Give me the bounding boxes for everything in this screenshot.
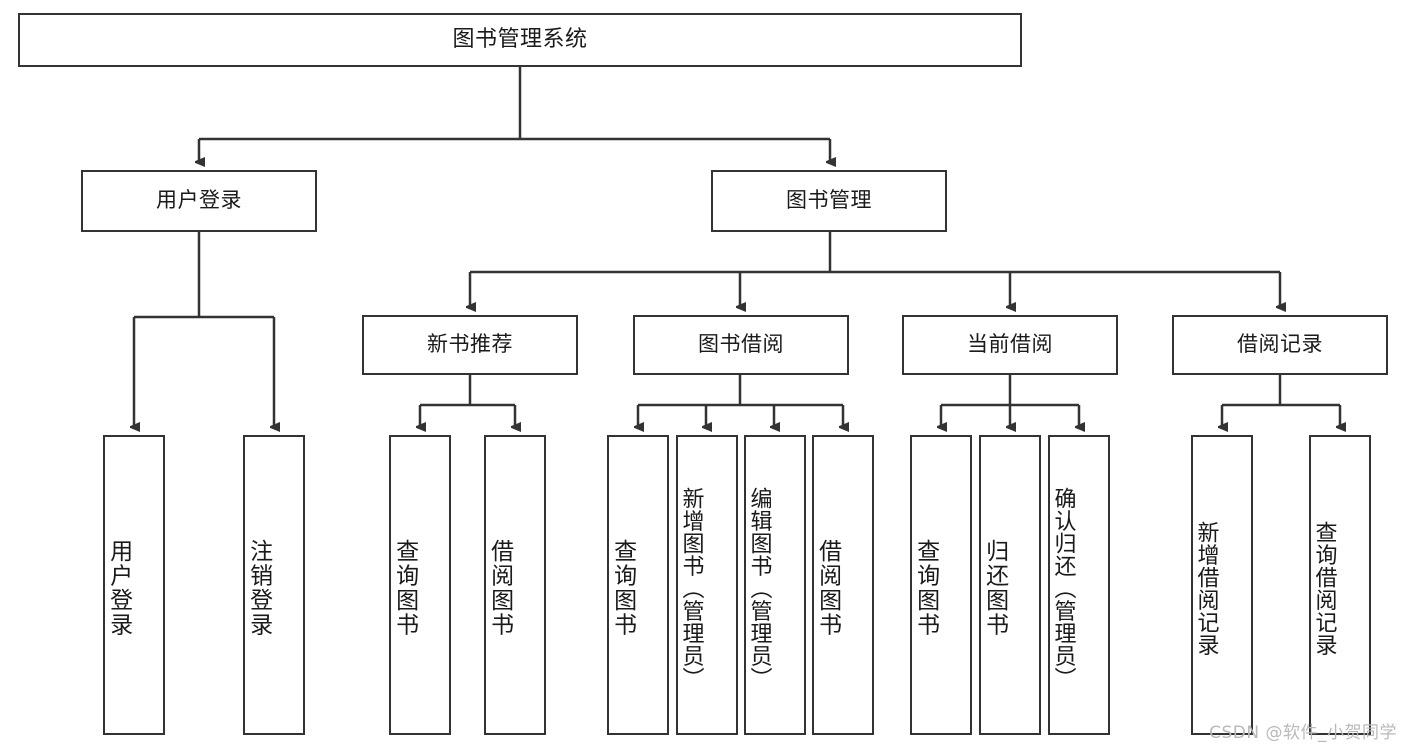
node-label: 确认归还（管理员） — [1050, 486, 1076, 690]
leaf-borrow-book-new[interactable]: 借阅图书 — [484, 435, 546, 735]
node-label: 新增借阅记录 — [1193, 520, 1219, 656]
leaf-query-book-current[interactable]: 查询图书 — [910, 435, 972, 735]
watermark: CSDN @软件_小贺同学 — [1209, 723, 1397, 743]
node-label: 图书管理 — [786, 188, 872, 213]
node-label: 编辑图书（管理员） — [746, 486, 772, 690]
node-label: 归还图书 — [981, 539, 1008, 637]
node-label: 借阅图书 — [814, 539, 841, 637]
leaf-query-borrow-record[interactable]: 查询借阅记录 — [1309, 435, 1371, 735]
node-user-login[interactable]: 用户登录 — [81, 170, 317, 232]
node-label: 新书推荐 — [427, 332, 513, 357]
node-label: 注销登录 — [245, 539, 272, 637]
leaf-query-book-borrow[interactable]: 查询图书 — [607, 435, 669, 735]
node-label: 新增图书（管理员） — [678, 486, 704, 690]
node-book-management[interactable]: 图书管理 — [711, 170, 947, 232]
node-current-borrowing[interactable]: 当前借阅 — [902, 315, 1118, 375]
leaf-logout[interactable]: 注销登录 — [243, 435, 305, 735]
node-label: 借阅图书 — [486, 539, 513, 637]
node-label: 查询图书 — [912, 539, 939, 637]
node-new-book-recommendation[interactable]: 新书推荐 — [362, 315, 578, 375]
node-label: 图书借阅 — [698, 332, 784, 357]
leaf-add-borrow-record[interactable]: 新增借阅记录 — [1191, 435, 1253, 735]
leaf-borrow-book[interactable]: 借阅图书 — [812, 435, 874, 735]
node-book-borrowing[interactable]: 图书借阅 — [633, 315, 849, 375]
leaf-user-login[interactable]: 用户登录 — [103, 435, 165, 735]
node-label: 图书管理系统 — [452, 26, 588, 52]
node-label: 查询图书 — [609, 539, 636, 637]
leaf-return-book[interactable]: 归还图书 — [979, 435, 1041, 735]
leaf-query-book-new[interactable]: 查询图书 — [389, 435, 451, 735]
node-label: 当前借阅 — [967, 332, 1053, 357]
node-borrowing-records[interactable]: 借阅记录 — [1172, 315, 1388, 375]
node-label: 用户登录 — [105, 539, 132, 637]
leaf-add-book-admin[interactable]: 新增图书（管理员） — [676, 435, 738, 735]
leaf-edit-book-admin[interactable]: 编辑图书（管理员） — [744, 435, 806, 735]
node-label: 借阅记录 — [1237, 332, 1323, 357]
node-label: 用户登录 — [156, 188, 242, 213]
node-label: 查询借阅记录 — [1311, 520, 1337, 656]
node-label: 查询图书 — [391, 539, 418, 637]
node-root-book-management-system[interactable]: 图书管理系统 — [18, 13, 1022, 67]
leaf-confirm-return-admin[interactable]: 确认归还（管理员） — [1048, 435, 1110, 735]
